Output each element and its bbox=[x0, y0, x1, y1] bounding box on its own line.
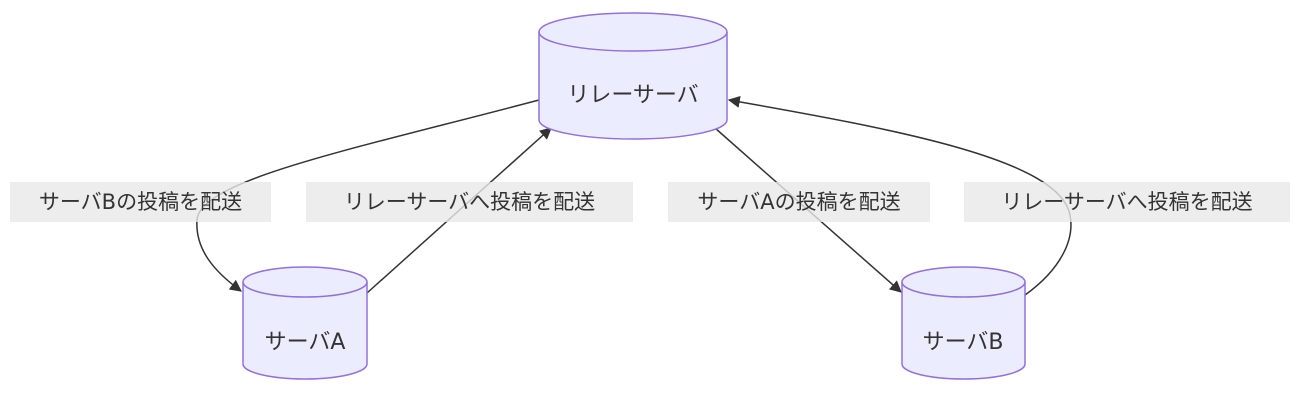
node-server-a-label: サーバA bbox=[264, 330, 346, 355]
node-server-b-label: サーバB bbox=[922, 330, 1004, 355]
node-relay-cylinder[interactable] bbox=[538, 12, 728, 140]
node-server-a-cylinder[interactable] bbox=[242, 266, 368, 380]
node-relay-label: リレーサーバ bbox=[567, 83, 699, 108]
edge-label-relay-to-server-b: サーバAの投稿を配送 bbox=[668, 182, 930, 222]
edge-label-server-b-to-relay: リレーサーバへ投稿を配送 bbox=[964, 182, 1290, 222]
node-server-b-cylinder[interactable] bbox=[901, 266, 1026, 380]
edge-label-relay-to-server-a: サーバBの投稿を配送 bbox=[10, 182, 271, 222]
edge-label-server-a-to-relay: リレーサーバへ投稿を配送 bbox=[306, 182, 633, 222]
